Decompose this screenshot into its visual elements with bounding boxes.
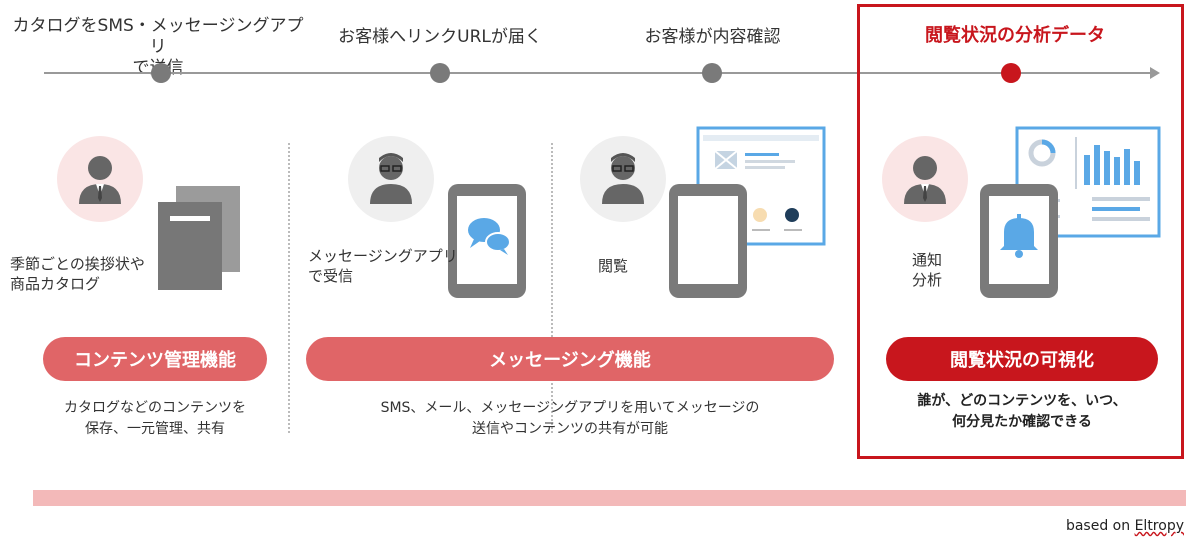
phone-chat-icon [448,184,526,298]
view-caption: 閲覧 [598,257,629,275]
customer-glasses-icon [602,153,644,204]
visualization-pill: 閲覧状況の可視化 [886,337,1158,381]
timeline-dot-4 [1001,63,1021,83]
phone-bell-icon [980,184,1058,298]
timeline-line [44,72,1152,74]
step-analytics-data: 閲覧状況の分析データ [925,25,1105,46]
avatar-sender [57,136,143,222]
analytics-caption: 通知 分析 [912,251,943,289]
column-divider-2 [551,143,553,433]
step-customer-review: お客様が内容確認 [644,27,781,47]
catalog-caption: 季節ごとの挨拶状や 商品カタログ [10,255,145,293]
catalog-description: カタログなどのコンテンツを 保存、一元管理、共有 [64,400,246,437]
brand-name: Eltropy [1134,518,1184,534]
timeline-arrowhead [1150,67,1160,79]
businessman-icon [79,156,121,204]
receive-caption: メッセージングアプリ で受信 [308,247,458,285]
businessman-icon [904,156,946,204]
messaging-feature-pill: メッセージング機能 [306,337,834,381]
catalog-booklet-icon [158,186,240,290]
avatar-customer-receive [348,136,434,222]
analytics-description: 誰が、どのコンテンツを、いつ、 何分見たか確認できる [917,393,1127,430]
timeline-dot-2 [430,63,450,83]
column-divider-1 [288,143,290,433]
timeline-dot-1 [151,63,171,83]
customer-glasses-icon [370,153,412,204]
bottom-band [33,490,1186,506]
catalog-webpage-icon [696,126,826,246]
avatar-analyst [882,136,968,222]
avatar-customer-view [580,136,666,222]
phone-blank-icon [669,184,747,298]
source-credit: based on Eltropy [1065,518,1184,534]
messaging-description: SMS、メール、メッセージングアプリを用いてメッセージの 送信やコンテンツの共有… [380,400,760,437]
analytics-highlight-frame [857,4,1184,459]
timeline-dot-3 [702,63,722,83]
content-management-pill: コンテンツ管理機能 [43,337,267,381]
step-link-arrives: お客様へリンクURLが届く [338,27,542,47]
